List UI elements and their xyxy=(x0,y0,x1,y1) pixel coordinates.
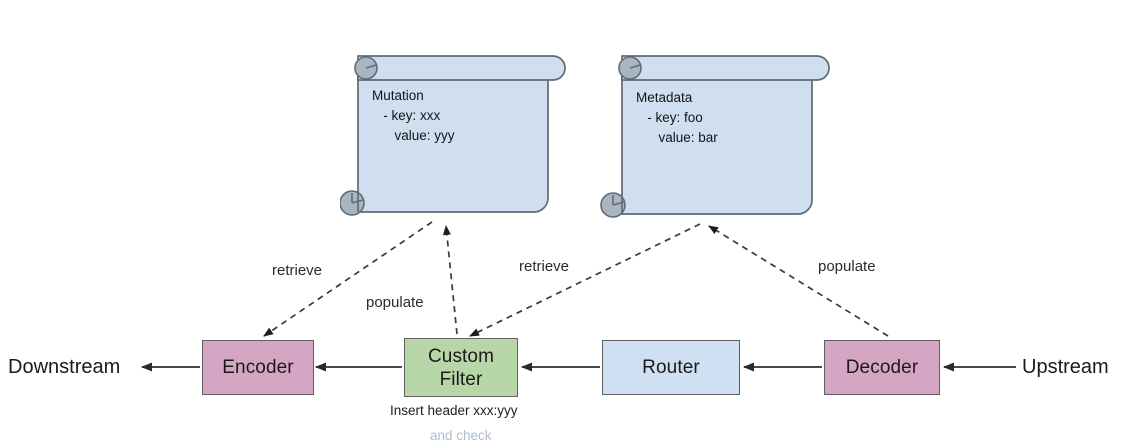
diagram-canvas: Mutation - key: xxx value: yyy Metadata … xyxy=(8,46,1109,443)
node-custom-filter[interactable]: Custom Filter xyxy=(404,338,518,397)
scroll-metadata: Metadata - key: foo value: bar xyxy=(600,46,832,226)
edge-populate-metadata xyxy=(708,225,889,337)
caption-insert-header: Insert header xxx:yyy xyxy=(390,403,518,418)
scroll-metadata-shape xyxy=(600,55,830,218)
edge-retrieve-metadata xyxy=(469,223,701,337)
scroll-mutation-shape xyxy=(339,55,566,216)
edge-label-retrieve-mutation: retrieve xyxy=(272,262,323,279)
node-decoder-label: Decoder xyxy=(845,357,919,378)
scroll-mutation: Mutation - key: xxx value: yyy xyxy=(339,46,572,224)
node-encoder-label: Encoder xyxy=(222,357,294,378)
endpoint-upstream: Upstream xyxy=(1022,356,1109,378)
node-router[interactable]: Router xyxy=(602,340,740,395)
caption-clipped: and check xyxy=(430,428,492,443)
endpoint-downstream: Downstream xyxy=(8,356,121,378)
edge-label-retrieve-metadata: retrieve xyxy=(519,258,570,275)
edge-label-populate-metadata: populate xyxy=(818,258,876,275)
node-encoder[interactable]: Encoder xyxy=(202,340,314,395)
edge-label-populate-mutation: populate xyxy=(366,294,424,311)
node-decoder[interactable]: Decoder xyxy=(824,340,940,395)
node-router-label: Router xyxy=(642,357,700,378)
node-custom-filter-label: Custom Filter xyxy=(427,345,495,390)
edge-populate-mutation xyxy=(442,225,458,335)
